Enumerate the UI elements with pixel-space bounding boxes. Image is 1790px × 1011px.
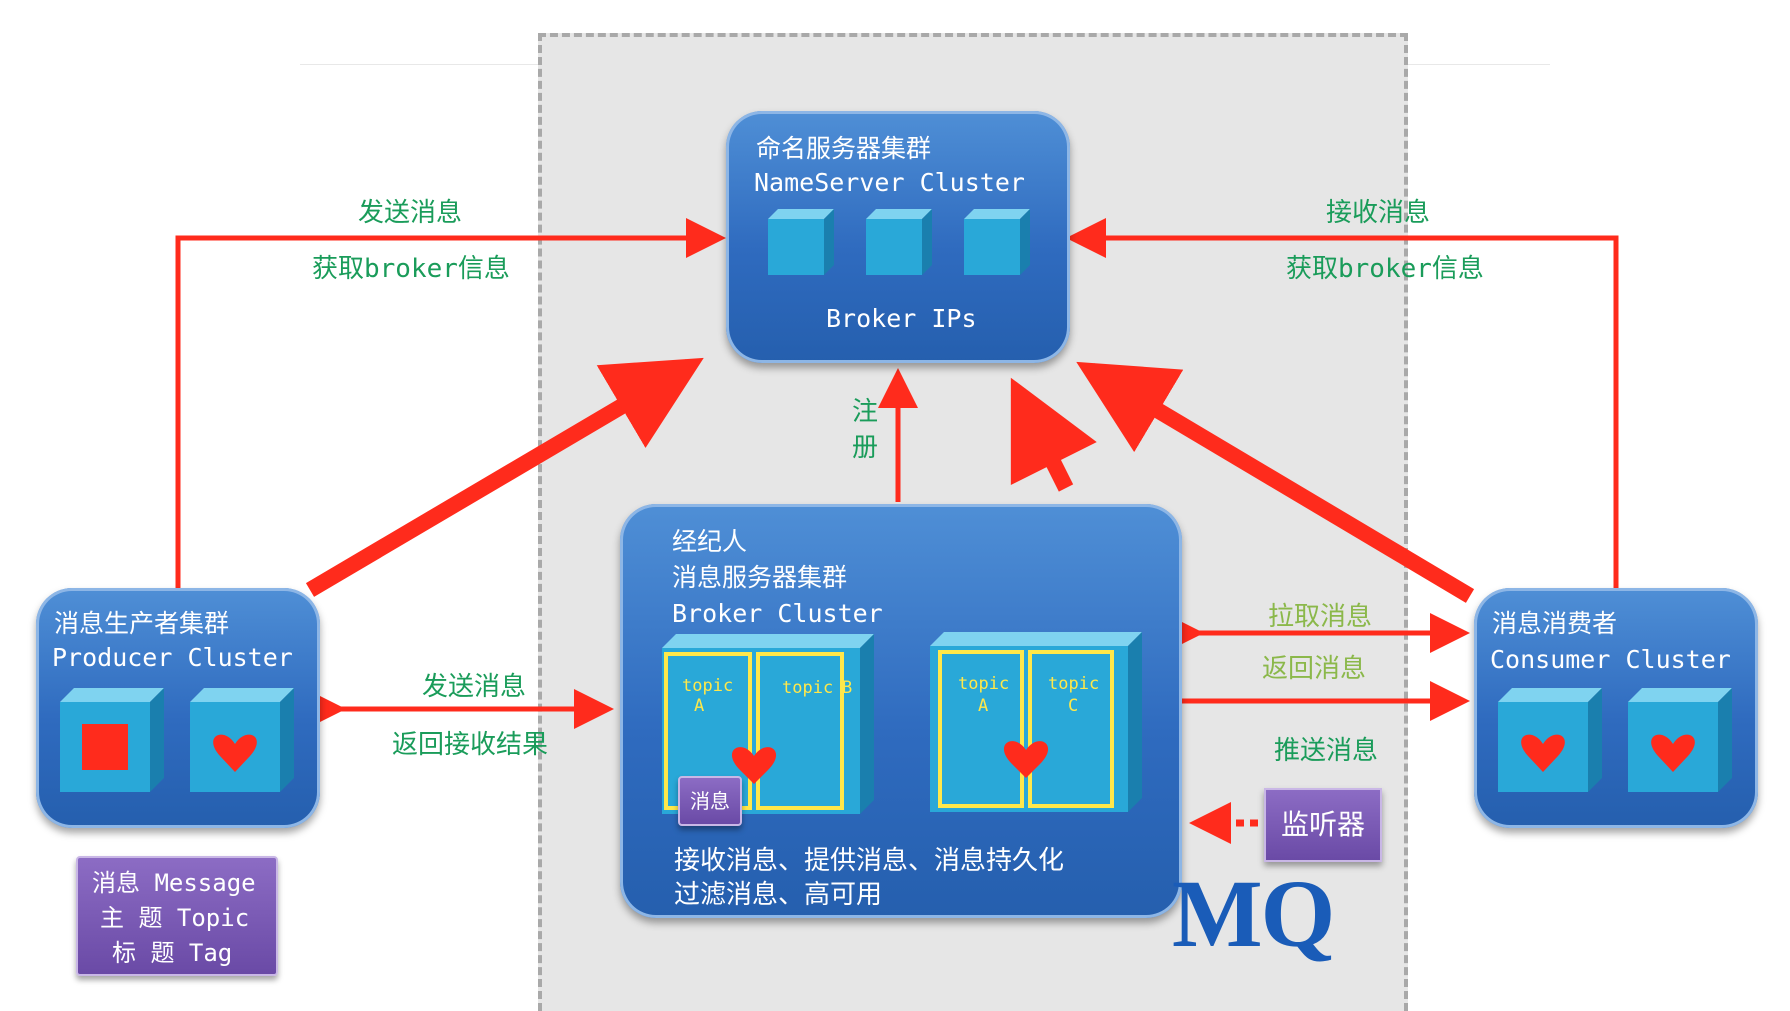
concepts-box: 消息 Message 主 题 Topic 标 题 Tag [76,856,278,976]
topic-b-sub: B [842,678,853,698]
nameserver-title-cn: 命名服务器集群 [756,134,932,163]
broker-ips-label: Broker IPs [826,304,977,333]
topic-a2-label: topic [958,674,1010,694]
consumer-cubes-icon [1498,688,1732,792]
consumer-cluster-node: 消息消费者 Consumer Cluster [1474,588,1758,828]
label-return-result: 返回接收结果 [392,730,549,760]
consumer-title-cn: 消息消费者 [1492,609,1618,638]
label-pull: 拉取消息 [1268,602,1373,632]
broker-desc-line2: 过滤消息、高可用 [674,880,883,910]
producer-title-cn: 消息生产者集群 [54,609,230,638]
concept-topic: 主 题 Topic [100,904,250,932]
broker-title-line2: 消息服务器集群 [672,563,848,592]
label-send-to-nameserver: 发送消息 [358,198,463,228]
label-push: 推送消息 [1274,736,1379,766]
topic-a1-sub: A [694,696,705,716]
broker-to-nameserver-thick-arrow [1010,377,1097,492]
concept-message: 消息 Message [92,869,256,897]
broker-cluster-node: 经纪人 消息服务器集群 Broker Cluster topic A topic… [620,504,1182,918]
label-send-to-broker: 发送消息 [422,672,527,702]
nameserver-cluster-node: 命名服务器集群 NameServer Cluster Broker IPs [726,111,1070,363]
message-chip: 消息 [678,776,742,826]
topic-a2-sub: A [978,696,989,716]
topic-c-sub: C [1068,696,1079,716]
broker-desc-line1: 接收消息、提供消息、消息持久化 [674,846,1065,876]
concept-tag: 标 题 Tag [112,939,233,967]
consumer-title-en: Consumer Cluster [1490,645,1731,674]
server-cubes-icon [768,209,1030,275]
producer-cubes-icon [60,688,294,792]
topic-c-label: topic [1048,674,1100,694]
broker-title-line3: Broker Cluster [672,599,883,628]
listener-box: 监听器 [1264,788,1382,862]
producer-title-en: Producer Cluster [52,643,293,672]
topic-a1-label: topic [682,676,734,696]
nameserver-title-en: NameServer Cluster [754,168,1025,197]
producer-to-nameserver-line [175,218,726,588]
producer-cluster-node: 消息生产者集群 Producer Cluster [36,588,320,828]
producer-to-nameserver-thick-arrow [305,357,704,597]
label-get-broker-right: 获取broker信息 [1286,254,1484,284]
consumer-to-nameserver-thick-arrow [1076,361,1475,603]
label-return-message: 返回消息 [1262,654,1367,684]
topic-b-label: topic [782,678,834,698]
mq-label: MQ [1172,860,1335,967]
label-register: 注 册 [852,397,879,463]
consumer-to-nameserver-line [1066,218,1619,588]
label-get-broker-left: 获取broker信息 [312,254,510,284]
broker-storage-blocks [662,632,1142,814]
broker-title-line1: 经纪人 [672,527,748,556]
label-receive-from-nameserver: 接收消息 [1326,198,1431,228]
